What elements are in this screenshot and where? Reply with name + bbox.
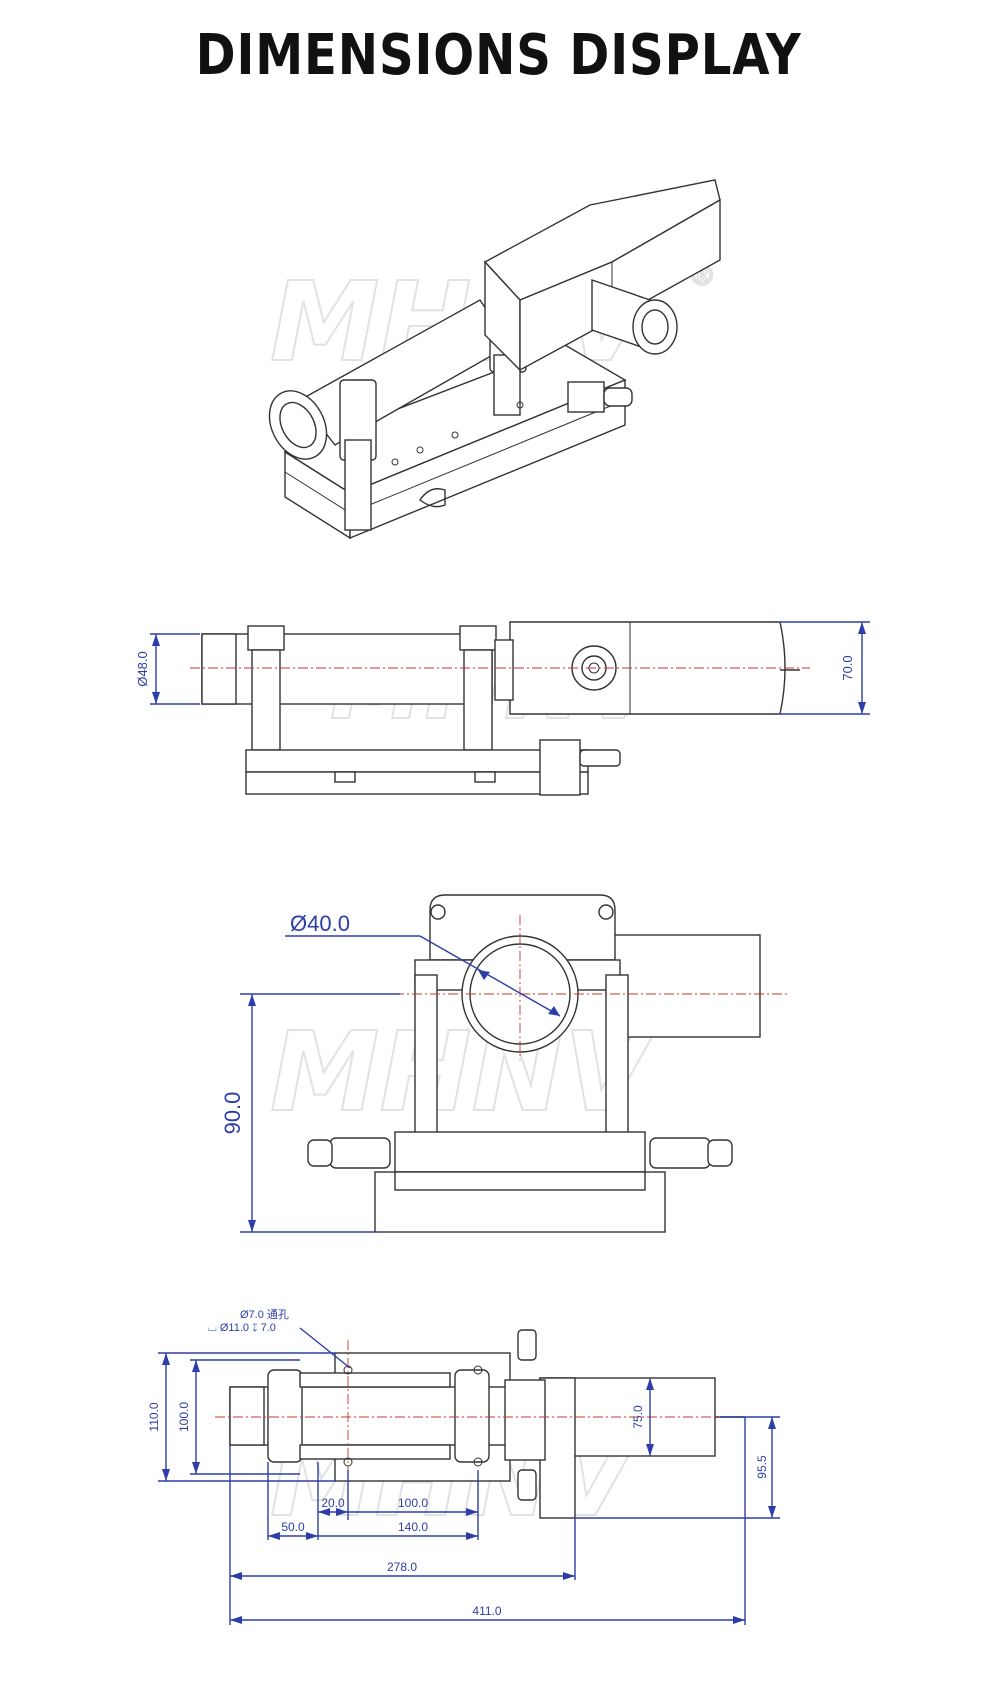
page-title: DIMENSIONS DISPLAY	[195, 23, 802, 88]
dim-top-278: 278.0	[387, 1560, 417, 1574]
hole-note-through: Ø7.0 通孔	[240, 1308, 289, 1321]
dim-top-411: 411.0	[472, 1604, 501, 1618]
dim-top-100: 100.0	[398, 1496, 428, 1510]
top-view: MHNV ® Ø7.0 通孔 ⌴ Ø11.0 ↧ 7.0	[147, 1308, 780, 1625]
dim-top-width-inner: 100.0	[177, 1402, 191, 1432]
dim-top-50: 50.0	[281, 1520, 305, 1534]
front-view: MHNV ® Ø40.0	[220, 894, 790, 1233]
isometric-view: MHNV ®	[268, 179, 721, 540]
dim-side-diameter: Ø48.0	[135, 651, 150, 686]
dim-top-20: 20.0	[321, 1496, 345, 1510]
side-base	[245, 749, 589, 773]
hole-note-counterbore: ⌴ Ø11.0 ↧ 7.0	[208, 1322, 276, 1334]
watermark-front: MHNV	[270, 1008, 657, 1136]
dim-front-diameter: Ø40.0	[290, 911, 350, 936]
dim-top-140: 140.0	[398, 1520, 428, 1534]
dim-top-width-outer: 110.0	[147, 1402, 161, 1431]
front-clamp	[429, 894, 616, 961]
side-view: MHNV ® Ø48.0	[135, 621, 870, 796]
dim-top-offset: 95.5	[755, 1455, 769, 1479]
dim-front-height: 90.0	[220, 1092, 245, 1135]
side-tube	[201, 633, 493, 705]
dim-side-height: 70.0	[840, 655, 855, 680]
dim-top-head-height: 75.0	[631, 1405, 645, 1429]
